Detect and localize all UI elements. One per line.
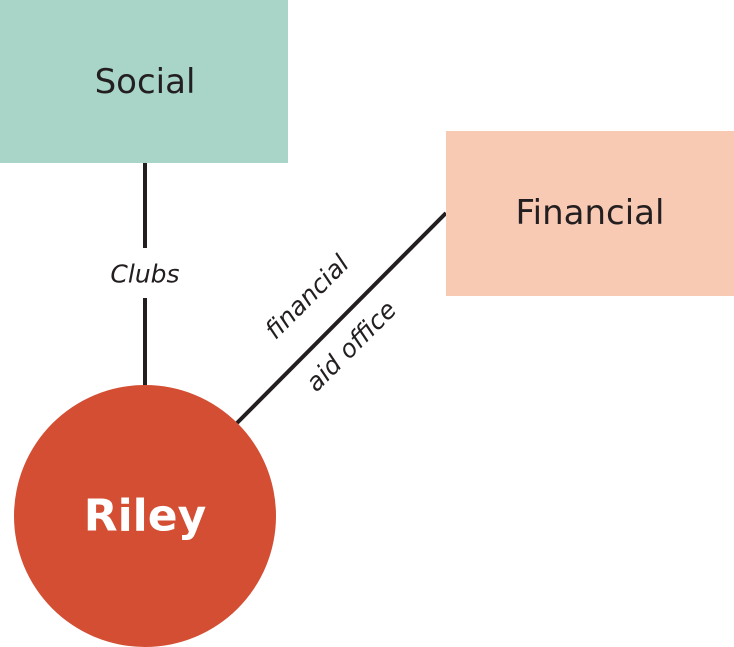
riley-node: Riley (14, 385, 276, 647)
riley-label: Riley (84, 491, 207, 542)
financial-box (446, 131, 734, 296)
riley-circle (14, 385, 276, 647)
financial-label: Financial (516, 193, 665, 233)
clubs-edge-label: Clubs (110, 260, 179, 289)
social-box (0, 0, 288, 163)
financial-node: Financial (446, 131, 734, 296)
social-node: Social (0, 0, 288, 163)
financial-edge-label-line1: financial (259, 249, 355, 345)
financial-riley-connector (234, 211, 448, 426)
social-label: Social (95, 62, 196, 102)
